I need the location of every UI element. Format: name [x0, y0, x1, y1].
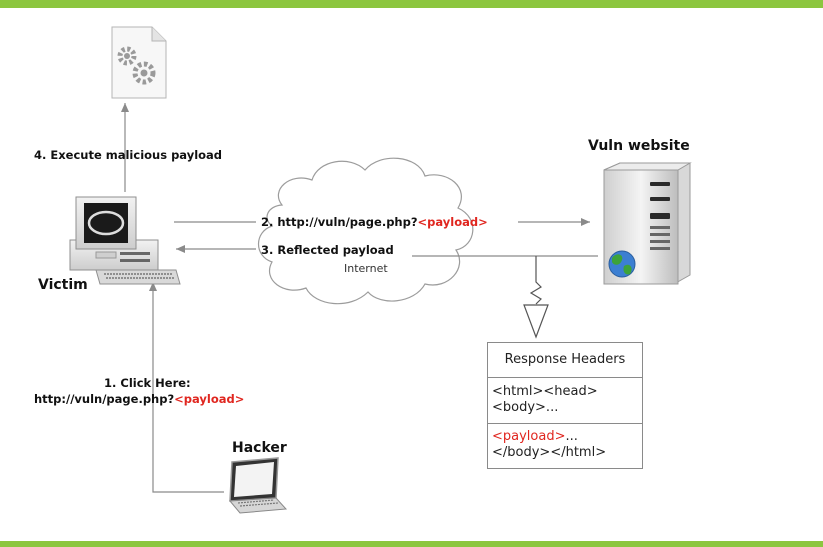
- victim-label: Victim: [38, 277, 88, 293]
- laptop-icon: [228, 457, 288, 514]
- bottom-accent-bar: [0, 541, 823, 547]
- click-payload-text: <payload>: [174, 392, 245, 406]
- execute-payload-label: 4. Execute malicious payload: [34, 148, 223, 162]
- click-url-text: http://vuln/page.php?: [34, 392, 175, 406]
- response-payload-text: <payload>: [492, 429, 566, 444]
- gear-document-icon: [111, 26, 167, 99]
- request-url-text: 2. http://vuln/page.php?: [261, 215, 418, 229]
- globe-icon: [608, 250, 636, 278]
- response-payload-section: <payload>... </body></html>: [488, 424, 642, 461]
- request-url-label: 2. http://vuln/page.php?<payload>: [261, 215, 488, 229]
- response-body-line: <body>...: [492, 400, 559, 415]
- click-here-label: 1. Click Here:: [104, 376, 191, 390]
- vuln-website-label: Vuln website: [588, 138, 690, 154]
- response-link-line: [529, 256, 542, 305]
- response-html-head-line: <html><head>: [492, 384, 598, 399]
- response-payload-line: <payload>...: [492, 429, 642, 445]
- internet-label: Internet: [344, 262, 388, 275]
- response-closing-line: </body></html>: [492, 445, 607, 460]
- reflected-payload-label: 3. Reflected payload: [261, 243, 394, 257]
- desktop-computer-icon: [69, 196, 181, 285]
- top-accent-bar: [0, 0, 823, 8]
- response-triangle: [523, 304, 549, 339]
- response-headers-title: Response Headers: [488, 343, 642, 378]
- hacker-label: Hacker: [232, 440, 287, 456]
- response-headers-box: Response Headers <html><head> <body>... …: [487, 342, 643, 469]
- click-url-label: http://vuln/page.php?<payload>: [34, 392, 244, 406]
- response-body-section: <html><head> <body>...: [488, 378, 642, 424]
- response-payload-suffix: ...: [565, 429, 578, 444]
- request-payload-text: <payload>: [417, 215, 488, 229]
- click-link-arrow: [149, 282, 224, 493]
- internet-cloud-icon: [257, 157, 474, 305]
